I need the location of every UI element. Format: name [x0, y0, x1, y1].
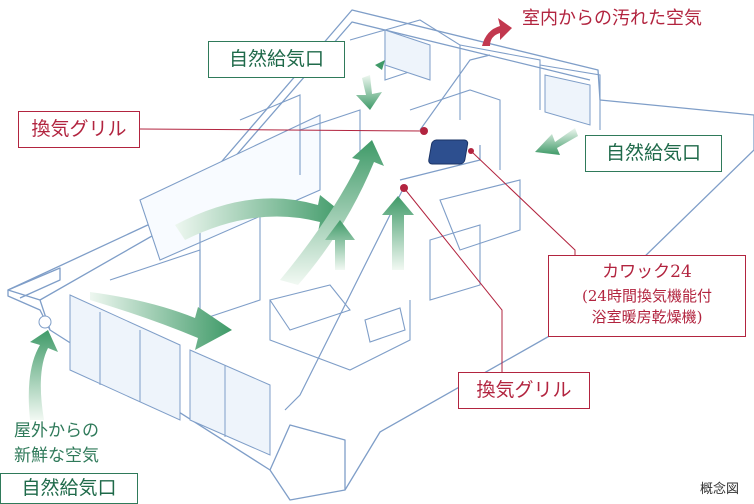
natural-inlet-label-top: 自然給気口 [208, 41, 345, 78]
vent-grille-label-left: 換気グリル [18, 111, 140, 148]
windows [69, 29, 591, 456]
kawakku-line1: 24時間換気機能付 [587, 287, 712, 305]
natural-inlet-label-bottom: 自然給気口 [0, 473, 138, 504]
outdoor-fresh-air-line2: 新鮮な空気 [14, 446, 99, 466]
fresh-air-arrow-7 [356, 75, 382, 110]
fresh-air-arrow-3 [175, 195, 345, 240]
kawakku-line2: 浴室暖房乾燥機 [591, 308, 697, 326]
paren-close: ) [696, 308, 703, 326]
fresh-air-arrow-2 [90, 292, 232, 350]
fresh-air-arrow-9 [375, 60, 385, 70]
concept-caption: 概念図 [700, 482, 740, 497]
kawakku-desc: (24時間換気機能付 [549, 285, 745, 307]
paren-open: ( [582, 287, 588, 305]
natural-inlet-label-right: 自然給気口 [585, 135, 722, 172]
kawakku-title: カワック24 [602, 262, 692, 282]
vent-grille-label-bottom: 換気グリル [458, 372, 590, 409]
indoor-dirty-air-label: 室内からの汚れた空気 [522, 8, 702, 29]
outdoor-fresh-air-line1: 屋外からの [14, 421, 99, 441]
fresh-air-arrows [28, 60, 578, 420]
exhaust-arrow-icon [482, 18, 512, 46]
fresh-air-arrow-1 [28, 330, 58, 420]
fresh-air-arrow-4 [280, 140, 384, 285]
bath-unit [428, 139, 469, 165]
fresh-air-arrow-6 [382, 196, 414, 270]
fresh-air-arrow-8 [535, 128, 578, 155]
exhaust-arrow [482, 18, 512, 46]
kawakku-label-box: カワック24 (24時間換気機能付 浴室暖房乾燥機) [548, 255, 746, 337]
inlet-vent-icon [38, 315, 52, 329]
bath-dryer-icon [428, 139, 469, 165]
fresh-air-arrow-5 [325, 220, 355, 270]
